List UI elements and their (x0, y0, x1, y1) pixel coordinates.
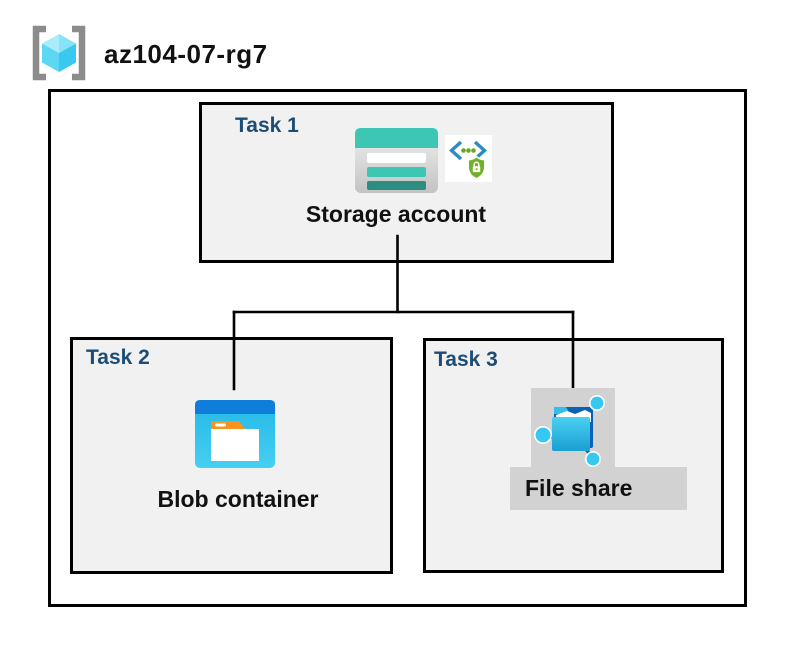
resource-group-name: az104-07-rg7 (104, 39, 268, 69)
task2-label: Task 2 (86, 346, 150, 369)
task1-label: Task 1 (235, 114, 299, 137)
resource-group-icon (32, 25, 86, 81)
blob-container-label: Blob container (157, 486, 319, 512)
file-share-icon (534, 395, 605, 467)
file-share-icon-highlight (531, 388, 615, 468)
file-share-label: File share (525, 475, 633, 501)
task3-label: Task 3 (434, 348, 498, 371)
storage-account-label: Storage account (305, 201, 487, 227)
file-share-label-highlight: File share (510, 467, 687, 510)
blob-container-icon (195, 400, 275, 468)
secure-endpoint-icon (445, 135, 492, 182)
storage-account-icon (355, 128, 438, 193)
